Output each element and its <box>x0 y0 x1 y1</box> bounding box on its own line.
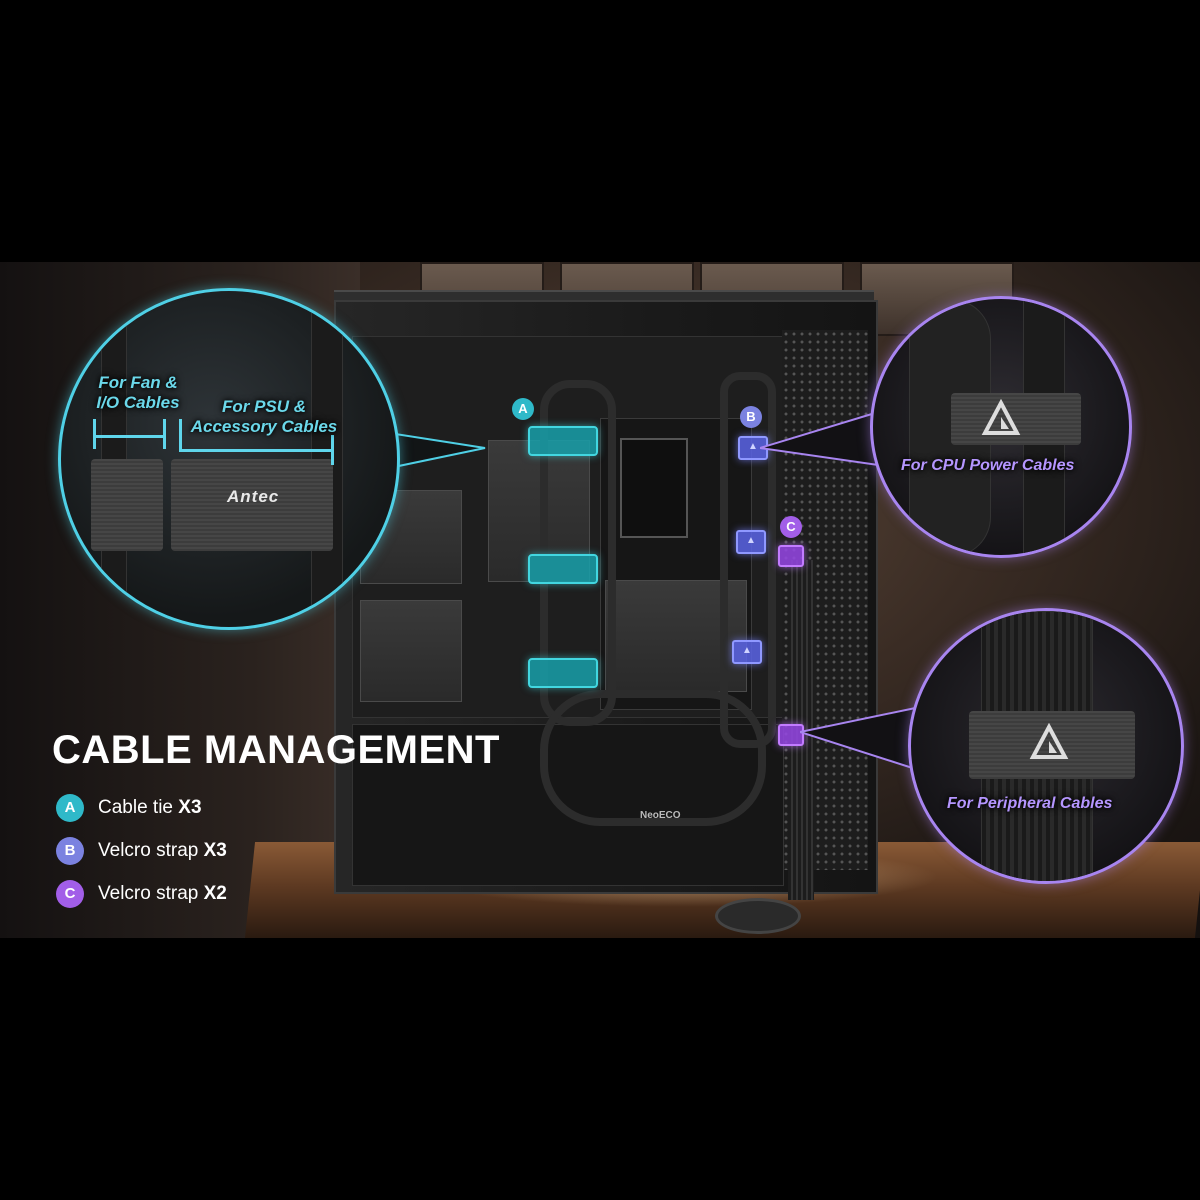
peripheral-label: For Peripheral Cables <box>947 795 1113 812</box>
legend-badge-a: A <box>56 794 84 822</box>
fan-io-label-line2: I/O Cables <box>96 393 180 412</box>
cable-tie-marker <box>528 554 598 584</box>
velcro-strap-b-marker: ▲ <box>732 640 762 664</box>
fan-psu-zoom-callout: Antec For Fan & I/O Cables For PSU & Acc… <box>58 288 400 630</box>
legend-badge-b: B <box>56 837 84 865</box>
bracket-tick <box>179 419 182 449</box>
legend-text-b: Velcro strap X3 <box>98 840 227 862</box>
page-title: CABLE MANAGEMENT <box>52 728 500 772</box>
bracket-tick <box>163 419 166 449</box>
velcro-strap-b-marker: ▲ <box>736 530 766 554</box>
fan-io-label-line1: For Fan & <box>98 373 178 392</box>
cable-tie-marker <box>528 658 598 688</box>
bracket-tick <box>93 419 96 449</box>
legend-item-c: C Velcro strap X2 <box>56 880 227 908</box>
legend-qty: X3 <box>203 840 227 861</box>
cpu-power-zoom-callout: For CPU Power Cables <box>870 296 1132 558</box>
desk-grommet <box>715 898 801 934</box>
cpu-power-label: For CPU Power Cables <box>901 457 1075 474</box>
velcro-strap-small <box>91 459 163 551</box>
legend-badge-c: C <box>56 880 84 908</box>
psu-label: NeoECO <box>640 810 681 821</box>
legend-item-a: A Cable tie X3 <box>56 794 227 822</box>
legend-name: Velcro strap <box>98 883 199 904</box>
drive-bay <box>360 600 462 702</box>
psu-label-line1: For PSU & <box>221 397 307 416</box>
psu-accessory-label: For PSU & Accessory Cables <box>179 397 349 437</box>
braided-cable <box>540 690 766 826</box>
legend-text-a: Cable tie X3 <box>98 797 202 819</box>
psu-label-line2: Accessory Cables <box>190 417 338 436</box>
antec-logo-icon <box>1029 723 1069 759</box>
velcro-strap-c-marker <box>778 724 804 746</box>
legend-text-c: Velcro strap X2 <box>98 883 227 905</box>
peripheral-zoom-callout: For Peripheral Cables <box>908 608 1184 884</box>
cpu-socket <box>620 438 688 538</box>
fan-io-bracket <box>93 435 166 438</box>
legend-item-b: B Velcro strap X3 <box>56 837 227 865</box>
legend-qty: X3 <box>178 797 202 818</box>
braided-cable <box>720 372 776 748</box>
marker-badge-a: A <box>512 398 534 420</box>
legend-name: Cable tie <box>98 797 173 818</box>
velcro-strap-cpu <box>951 393 1081 445</box>
antec-brand-mark: Antec <box>227 487 280 506</box>
cable-tie-marker <box>528 426 598 456</box>
velcro-strap-c-marker <box>778 545 804 567</box>
marker-badge-c: C <box>780 516 802 538</box>
fan-io-label: For Fan & I/O Cables <box>83 373 193 413</box>
legend: A Cable tie X3 B Velcro strap X3 C Velcr… <box>56 794 227 923</box>
velcro-strap-peripheral <box>969 711 1135 779</box>
legend-qty: X2 <box>203 883 227 904</box>
psu-accessory-bracket <box>179 449 334 452</box>
legend-name: Velcro strap <box>98 840 199 861</box>
antec-logo-icon <box>981 399 1021 435</box>
marker-badge-b: B <box>740 406 762 428</box>
velcro-strap-large <box>171 459 333 551</box>
